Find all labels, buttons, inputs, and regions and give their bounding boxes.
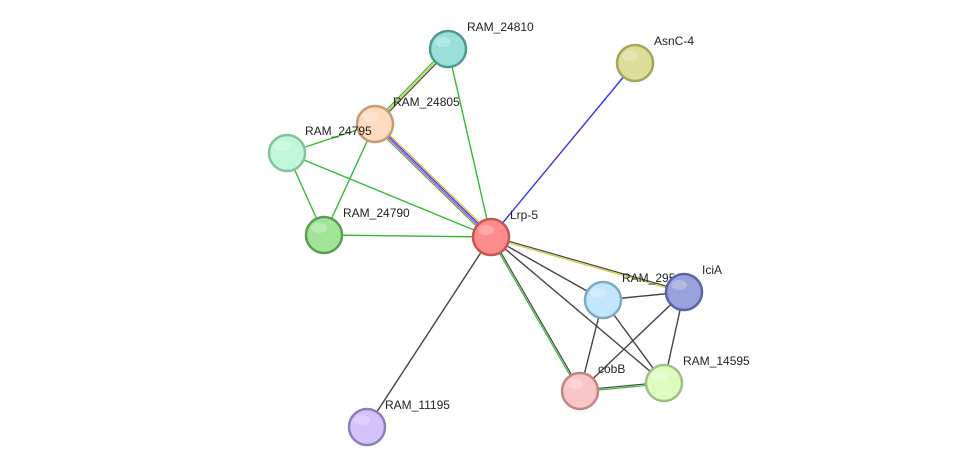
node-ram14595[interactable]: RAM_14595 bbox=[644, 354, 750, 403]
node-ram24790[interactable]: RAM_24790 bbox=[304, 206, 410, 255]
edge-lrp5-icia bbox=[490, 235, 685, 294]
edge-line bbox=[579, 291, 685, 392]
edge-line bbox=[374, 124, 491, 239]
node-label: RAM_24810 bbox=[467, 20, 534, 34]
node-asnc4[interactable]: AsnC-4 bbox=[615, 34, 694, 83]
node-highlight bbox=[274, 141, 290, 151]
node-label: cobB bbox=[598, 362, 625, 376]
node-circle[interactable] bbox=[644, 363, 684, 403]
node-label: RAM_24795 bbox=[305, 124, 372, 138]
edge-lrp5-cobb bbox=[489, 236, 582, 392]
node-label: IciA bbox=[702, 263, 722, 277]
edge-line bbox=[490, 236, 665, 384]
edge-line bbox=[491, 236, 582, 391]
node-ram24805[interactable]: RAM_24805 bbox=[355, 95, 460, 144]
edge-line bbox=[323, 234, 492, 238]
edge-ram24805-ram24790 bbox=[323, 123, 376, 236]
node-label: RAM_14595 bbox=[683, 354, 750, 368]
edge-line bbox=[366, 236, 492, 428]
edge-lrp5-ram24795 bbox=[286, 152, 492, 238]
edge-line bbox=[447, 48, 492, 238]
node-label: Lrp-5 bbox=[510, 208, 538, 222]
edge-lrp5-asnc4 bbox=[490, 62, 636, 238]
edge-lrp5-ram24805 bbox=[372, 121, 494, 240]
node-circle[interactable] bbox=[355, 104, 395, 144]
node-label: AsnC-4 bbox=[654, 34, 694, 48]
node-ram11195[interactable]: RAM_11195 bbox=[347, 398, 450, 447]
node-ram295[interactable]: RAM_295 bbox=[583, 271, 676, 320]
node-circle[interactable] bbox=[428, 29, 468, 69]
edge-line bbox=[490, 237, 684, 294]
node-highlight bbox=[651, 371, 667, 381]
node-highlight bbox=[311, 223, 327, 233]
edge-line bbox=[286, 152, 492, 238]
node-highlight bbox=[671, 280, 687, 290]
node-cobb[interactable]: cobB bbox=[560, 362, 625, 411]
edge-line bbox=[372, 125, 490, 240]
node-circle[interactable] bbox=[615, 43, 655, 83]
edge-line bbox=[323, 123, 376, 236]
edge-line bbox=[490, 236, 604, 301]
node-ram24795[interactable]: RAM_24795 bbox=[267, 124, 372, 173]
edge-line bbox=[490, 62, 636, 238]
node-highlight bbox=[567, 379, 583, 389]
edge-line bbox=[375, 122, 492, 237]
edge-lrp5-ram14595 bbox=[490, 236, 665, 384]
node-highlight bbox=[590, 288, 606, 298]
node-label: RAM_24805 bbox=[393, 95, 460, 109]
node-label: RAM_295 bbox=[622, 271, 676, 285]
node-highlight bbox=[435, 37, 451, 47]
edge-icia-cobb bbox=[579, 291, 685, 392]
node-circle[interactable] bbox=[664, 272, 704, 312]
node-label: RAM_11195 bbox=[385, 398, 450, 412]
edge-lrp5-ram295 bbox=[490, 236, 604, 301]
edge-lrp5-ram11195 bbox=[366, 236, 492, 428]
node-icia[interactable]: IciA bbox=[664, 263, 722, 312]
node-highlight bbox=[354, 415, 370, 425]
node-ram24810[interactable]: RAM_24810 bbox=[428, 20, 534, 69]
node-layer: Lrp-5 AsnC-4 RAM_24810RAM_24805RAM_24795RA… bbox=[267, 20, 750, 447]
node-circle[interactable] bbox=[471, 217, 511, 257]
edge-line bbox=[489, 237, 580, 392]
node-circle[interactable] bbox=[583, 280, 623, 320]
node-label: RAM_24790 bbox=[343, 206, 410, 220]
node-circle[interactable] bbox=[560, 371, 600, 411]
node-circle[interactable] bbox=[347, 407, 387, 447]
edge-lrp5-ram24810 bbox=[447, 48, 492, 238]
edge-line bbox=[376, 121, 494, 236]
edge-line bbox=[491, 235, 685, 292]
node-circle[interactable] bbox=[267, 133, 307, 173]
node-highlight bbox=[478, 225, 494, 235]
node-lrp5[interactable]: Lrp-5 bbox=[471, 208, 538, 257]
node-highlight bbox=[362, 112, 378, 122]
edge-lrp5-ram24790 bbox=[323, 234, 492, 238]
node-highlight bbox=[622, 51, 638, 61]
node-circle[interactable] bbox=[304, 215, 344, 255]
